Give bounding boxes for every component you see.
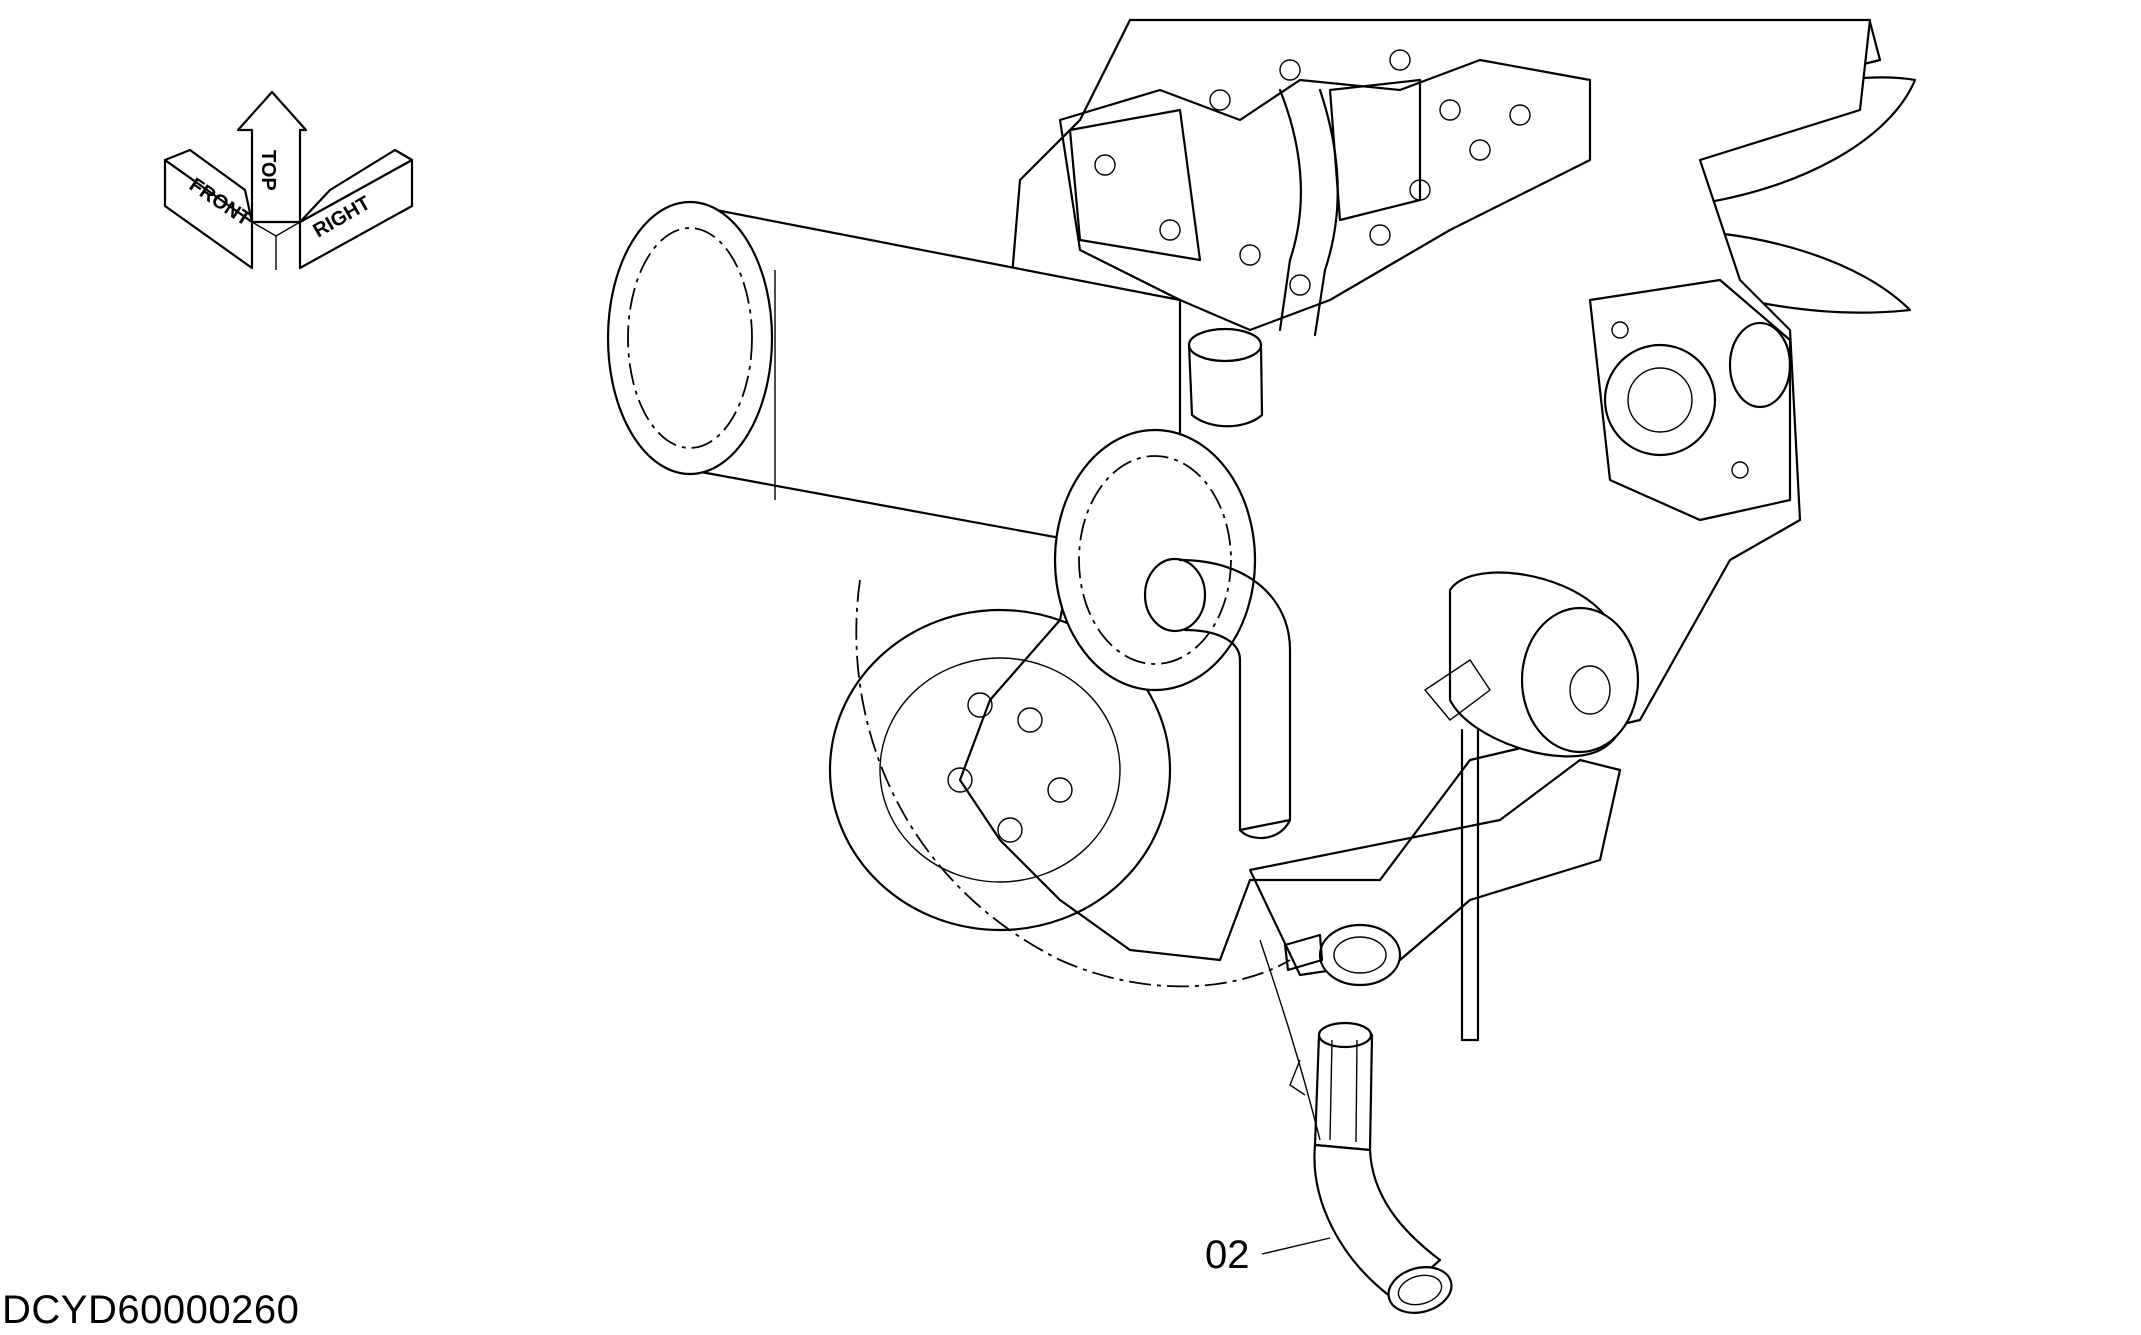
lower-outlet bbox=[1283, 923, 1402, 987]
oil-filter bbox=[1423, 571, 1640, 758]
head-bolts bbox=[1094, 49, 1531, 296]
orientation-top-label: TOP bbox=[257, 150, 279, 191]
callout-02-label: 02 bbox=[1205, 1233, 1250, 1277]
orientation-indicator: FRONT RIGHT TOP bbox=[163, 90, 414, 270]
engine-assembly bbox=[828, 18, 1917, 1042]
elbow-pipe bbox=[1143, 557, 1292, 840]
muffler-canister bbox=[606, 200, 1257, 692]
drawing-code: DCYD60000260 bbox=[2, 1288, 300, 1332]
timing-cover bbox=[1588, 278, 1792, 522]
hose-part-02 bbox=[1259, 939, 1453, 1314]
flywheel-housing bbox=[828, 579, 1291, 988]
callout-02: 02 bbox=[1205, 1233, 1331, 1277]
